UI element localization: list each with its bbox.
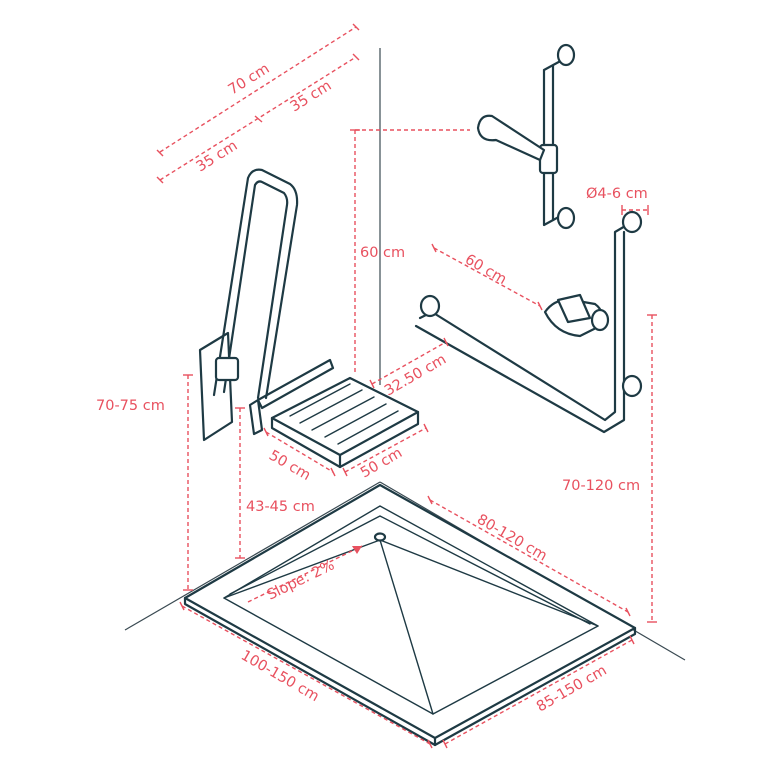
label-seat-depth: 50 cm <box>266 448 313 484</box>
label-vertical-bar-height: 70-120 cm <box>562 478 640 494</box>
label-backrest-height: 70-75 cm <box>96 398 165 414</box>
fold-down-grab-bar <box>198 168 299 442</box>
label-seat-half-right: 35 cm <box>288 78 335 116</box>
seat-slots <box>289 383 399 445</box>
label-grab-height: 60 cm <box>360 245 405 261</box>
label-seat-width-total: 70 cm <box>226 61 273 99</box>
shower-tray <box>183 483 637 747</box>
l-grab-bar <box>414 210 643 434</box>
shower-head-icon <box>476 114 546 162</box>
shower-rail <box>476 43 576 230</box>
label-bar-diameter: Ø4-6 cm <box>586 186 648 202</box>
label-seat-width: 50 cm <box>358 445 405 481</box>
mixer-tap <box>543 293 610 338</box>
dimension-lines <box>156 23 657 749</box>
label-grab-length: 60 cm <box>462 252 509 288</box>
folding-seat <box>248 358 420 469</box>
label-seat-height: 43-45 cm <box>246 499 315 515</box>
drain <box>373 532 387 542</box>
label-seat-half-left: 35 cm <box>194 138 241 176</box>
